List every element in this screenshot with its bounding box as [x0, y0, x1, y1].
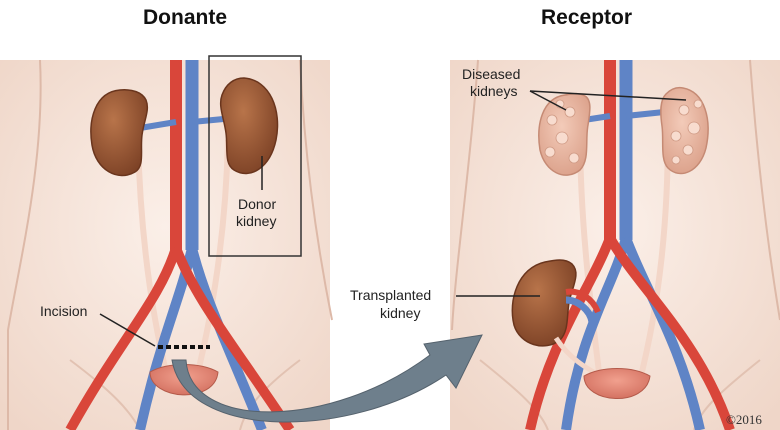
- donor-kidney-right: [221, 78, 278, 173]
- diseased-kidneys-label-line2: kidneys: [470, 83, 517, 99]
- incision-label: Incision: [40, 303, 87, 319]
- diseased-kidneys-label-line1: Diseased: [462, 66, 520, 82]
- donor-kidney-label-line1: Donor: [238, 196, 276, 212]
- donor-kidney-left: [91, 90, 147, 176]
- transplanted-kidney-label-line1: Transplanted: [350, 287, 431, 303]
- donor-kidney-label-line2: kidney: [236, 213, 276, 229]
- donor-panel: Donor kidney Incision: [0, 56, 332, 430]
- recipient-renal-vessels-right: [626, 112, 664, 116]
- transplanted-kidney-label-line2: kidney: [380, 305, 420, 321]
- copyright-text: ©2016: [726, 412, 762, 427]
